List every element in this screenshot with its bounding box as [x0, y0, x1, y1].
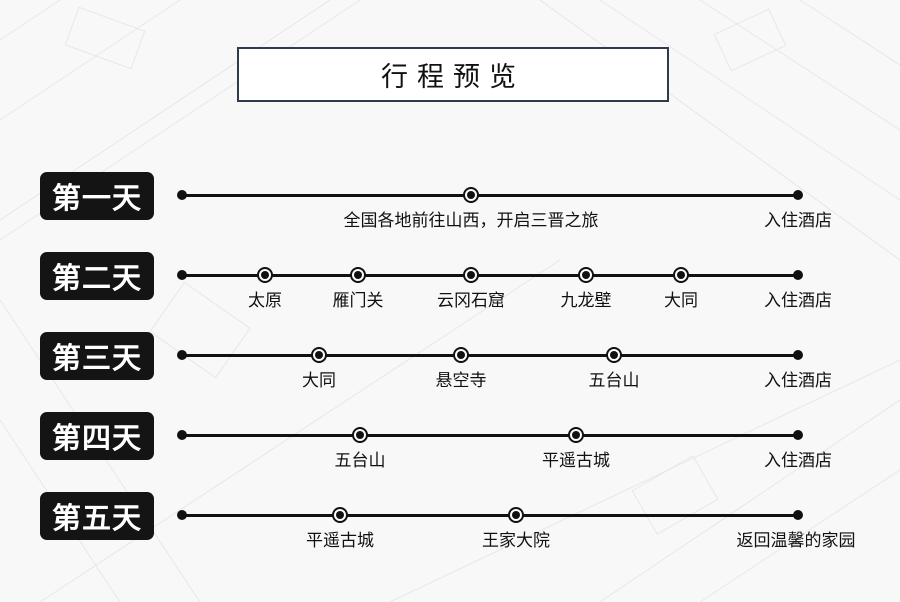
route-end-dot [793, 430, 803, 440]
stop-label: 五台山 [588, 371, 640, 391]
stop-marker [568, 427, 584, 443]
end-label: 入住酒店 [764, 451, 832, 471]
route-end-dot [793, 190, 803, 200]
page-title: 行程预览 [381, 62, 525, 93]
stop-label: 平遥古城 [542, 451, 610, 471]
stop-marker [673, 267, 689, 283]
day-row: 第三天大同 悬空寺 五台山 入住酒店 [0, 330, 900, 391]
stop-label: 雁门关 [332, 291, 384, 311]
stop-marker [578, 267, 594, 283]
stop-label: 九龙壁 [560, 291, 612, 311]
route-line [182, 274, 798, 277]
day-badge: 第四天 [40, 412, 154, 460]
day-row: 第五天平遥古城 王家大院 返回温馨的家园 [0, 490, 900, 551]
route-end-dot [793, 350, 803, 360]
stop-marker [508, 507, 524, 523]
route-line [182, 514, 798, 517]
route-start-dot [177, 270, 187, 280]
day-badge: 第五天 [40, 492, 154, 540]
stop-marker [332, 507, 348, 523]
day-badge: 第一天 [40, 172, 154, 220]
stop-marker [606, 347, 622, 363]
end-label: 入住酒店 [764, 371, 832, 391]
day-badge: 第三天 [40, 332, 154, 380]
route-start-dot [177, 350, 187, 360]
stop-label: 平遥古城 [306, 531, 374, 551]
route-line [182, 194, 798, 197]
stop-label: 王家大院 [482, 531, 550, 551]
title-box: 行程预览 [237, 47, 669, 102]
day-badge: 第二天 [40, 252, 154, 300]
route-start-dot [177, 510, 187, 520]
stop-marker [463, 267, 479, 283]
route-end-dot [793, 510, 803, 520]
day-row: 第二天太原 雁门关 云冈石窟 九龙壁 大同 入住酒店 [0, 250, 900, 311]
day-row: 第一天全国各地前往山西，开启三晋之旅 入住酒店 [0, 170, 900, 231]
end-label: 入住酒店 [764, 211, 832, 231]
stop-marker [453, 347, 469, 363]
stop-label: 悬空寺 [435, 371, 487, 391]
stop-marker [463, 187, 479, 203]
stop-label: 太原 [248, 291, 282, 311]
route-start-dot [177, 190, 187, 200]
stop-marker [350, 267, 366, 283]
route-end-dot [793, 270, 803, 280]
route-start-dot [177, 430, 187, 440]
stop-marker [311, 347, 327, 363]
stop-label: 云冈石窟 [437, 291, 505, 311]
stop-marker [352, 427, 368, 443]
stop-label: 全国各地前往山西，开启三晋之旅 [343, 211, 599, 231]
end-label: 返回温馨的家园 [736, 531, 856, 551]
end-label: 入住酒店 [764, 291, 832, 311]
stop-label: 大同 [302, 371, 336, 391]
route-line [182, 434, 798, 437]
day-row: 第四天五台山 平遥古城 入住酒店 [0, 410, 900, 471]
stop-label: 大同 [664, 291, 698, 311]
stop-marker [257, 267, 273, 283]
route-line [182, 354, 798, 357]
stop-label: 五台山 [334, 451, 386, 471]
